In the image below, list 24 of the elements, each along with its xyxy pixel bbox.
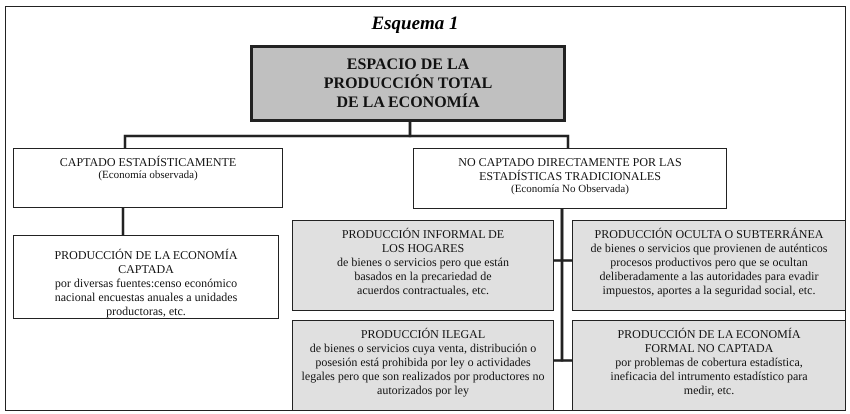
box-description: (Economía observada) — [97, 169, 199, 182]
box-description: (Economía No Observada) — [510, 183, 630, 196]
box-heading: ESPACIO DE LA PRODUCCIÓN TOTAL DE LA ECONOMÍA — [322, 55, 494, 112]
box-heading: CAPTADO ESTADÍSTICAMENTE — [58, 155, 238, 169]
category-box — [572, 220, 846, 311]
box-description: por problemas de cobertura estadística, ineficacia del intrumento estadístico para medir, etc. — [609, 355, 809, 397]
box-heading: PRODUCCIÓN OCULTA O SUBTERRÁNEA — [594, 227, 824, 241]
category-box — [413, 148, 727, 209]
box-heading: NO CAPTADO DIRECTAMENTE POR LAS ESTADÍSTICAS TRADICIONALES — [457, 155, 683, 183]
category-box — [13, 235, 279, 319]
connector-line — [122, 208, 124, 235]
connector-line — [408, 122, 570, 148]
box-description: por diversas fuentes:censo económico nacional encuestas anuales a unidades productoras, etc. — [54, 276, 238, 318]
box-description: de bienes o servicios cuya venta, distribución o posesión está prohibida por ley o actividades legales pero que son realizados por productores no autorizados por ley — [300, 341, 546, 397]
diagram-title: Esquema 1 — [370, 13, 460, 35]
box-description: de bienes o servicios pero que están basados en la precariedad de acuerdos contractuales, etc. — [336, 255, 510, 297]
box-heading: PRODUCCIÓN ILEGAL — [360, 327, 486, 341]
category-box — [292, 220, 554, 311]
box-description: de bienes o servicios que provienen de auténticos procesos productivos pero que se ocultan deliberadamente a las autoridades para evadir impuestos, aportes a la seguridad social, etc. — [590, 241, 828, 297]
category-box — [572, 320, 846, 411]
connector-line — [560, 209, 572, 362]
root-box — [250, 45, 566, 122]
category-box — [13, 148, 283, 208]
category-box — [292, 320, 554, 411]
